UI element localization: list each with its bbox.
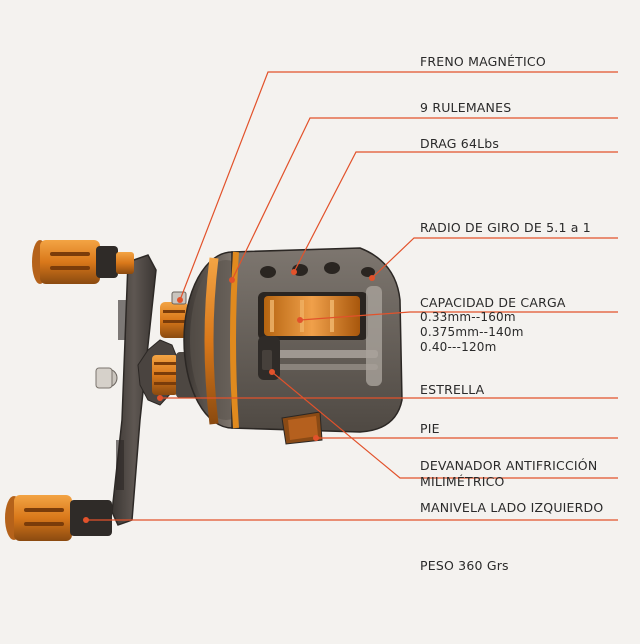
reel-foot: [281, 411, 323, 445]
dot-capacidad: [297, 317, 303, 323]
label-capacidad-de-carga: CAPACIDAD DE CARGA: [420, 295, 566, 310]
dot-radio: [369, 275, 375, 281]
label-pie: PIE: [420, 421, 440, 436]
label-estrella: ESTRELLA: [420, 382, 485, 397]
bottom-knob: [5, 495, 112, 541]
label-radio-de-giro: RADIO DE GIRO DE 5.1 a 1: [420, 220, 591, 235]
top-knob: [32, 240, 134, 284]
dot-freno: [177, 297, 183, 303]
leader-freno: [179, 71, 618, 301]
leader-drag: [293, 151, 618, 273]
dot-rulemanes: [229, 277, 235, 283]
label-peso: PESO 360 Grs: [420, 558, 509, 573]
leader-lines: [86, 71, 618, 521]
leader-radio: [371, 237, 618, 279]
label-manivela: MANIVELA LADO IZQUIERDO: [420, 500, 604, 515]
label-capacidad-line2: 0.375mm--140m: [420, 325, 524, 339]
level-wind: [258, 286, 382, 386]
label-drag: DRAG 64Lbs: [420, 136, 500, 151]
leader-dots: [83, 269, 375, 523]
label-capacidad-line1: 0.33mm--160m: [420, 310, 516, 324]
label-freno-magnetico: FRENO MAGNÉTICO: [420, 54, 546, 69]
spool: [258, 292, 368, 340]
leader-devanador: [271, 371, 618, 479]
dot-pie: [313, 435, 319, 441]
magnetic-brake-knob: [160, 291, 188, 338]
leader-capacidad: [299, 311, 618, 321]
label-rulemanes: 9 RULEMANES: [420, 100, 512, 115]
leader-rulemanes: [231, 117, 618, 281]
label-capacidad-line3: 0.40---120m: [420, 340, 497, 354]
dot-devanador: [269, 369, 275, 375]
dot-drag: [291, 269, 297, 275]
label-devanador-line1: DEVANADOR ANTIFRICCIÓN: [420, 458, 598, 473]
dot-manivela: [83, 517, 89, 523]
dot-estrella: [157, 395, 163, 401]
handle-nut: [95, 367, 118, 389]
label-devanador-line2: MILIMÉTRICO: [420, 474, 505, 489]
